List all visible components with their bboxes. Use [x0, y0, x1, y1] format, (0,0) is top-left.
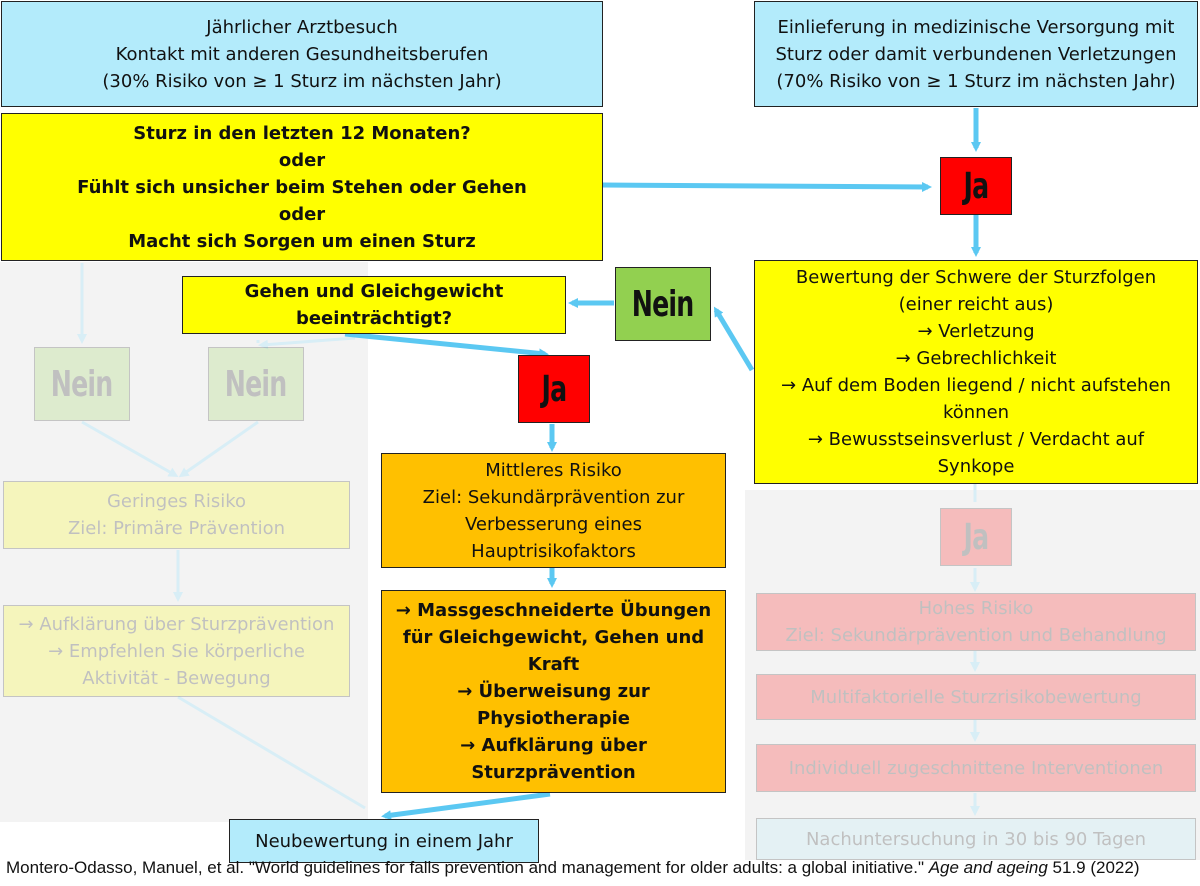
citation: Montero-Odasso, Manuel, et al. "World gu…: [6, 858, 1140, 878]
severity-line: → Auf dem Boden liegend / nicht aufstehe…: [781, 375, 1171, 396]
medium-risk-line: Mittleres Risiko: [485, 459, 622, 481]
interventions-line: → Überweisung zur: [457, 681, 650, 702]
gait-line: beeinträchtigt?: [295, 308, 453, 329]
interventions-line: für Gleichgewicht, Gehen und: [402, 627, 705, 648]
faded-nein-1-label: Nein: [51, 363, 114, 405]
faded-ja-label: Ja: [963, 516, 990, 558]
faded-low-risk-line: Ziel: Primäre Prävention: [67, 518, 286, 539]
faded-individual-label: Individuell zugeschnittene Interventione…: [788, 757, 1164, 779]
screening-line: oder: [278, 149, 326, 171]
faded-arrow: [258, 336, 356, 350]
severity-line: → Bewusstseinsverlust / Verdacht auf: [807, 429, 1145, 450]
severity-line: Bewertung der Schwere der Sturzfolgen: [795, 267, 1157, 288]
severity-line: → Gebrechlichkeit: [895, 348, 1057, 369]
faded-assessment-box: Multifaktorielle Sturzrisikobewertung: [756, 674, 1196, 720]
faded-right-panel: [745, 490, 1200, 860]
interventions-line: Physiotherapie: [477, 708, 630, 729]
annual-visit-line: (30% Risiko von ≥ 1 Sturz im nächsten Ja…: [102, 70, 502, 92]
interventions-line: Sturzprävention: [471, 762, 636, 783]
faded-followup-label: Nachuntersuchung in 30 bis 90 Tagen: [805, 828, 1147, 850]
medium-risk-line: Ziel: Sekundärprävention zur: [422, 486, 685, 508]
admission-line: Sturz oder damit verbundenen Verletzunge…: [775, 43, 1177, 65]
severity-line: können: [942, 402, 1010, 423]
faded-nein-2-label: Nein: [225, 363, 288, 405]
screening-line: Sturz in den letzten 12 Monaten?: [133, 122, 471, 144]
faded-low-risk-line: Geringes Risiko: [106, 491, 247, 512]
severity-box: Bewertung der Schwere der Sturzfolgen (e…: [754, 260, 1198, 484]
citation-authors: Montero-Odasso, Manuel, et al. "World gu…: [6, 858, 929, 877]
screening-line: Fühlt sich unsicher beim Stehen oder Geh…: [77, 176, 527, 198]
faded-assessment-label: Multifaktorielle Sturzrisikobewertung: [810, 686, 1142, 708]
admission-line: (70% Risiko von ≥ 1 Sturz im nächsten Ja…: [776, 70, 1176, 92]
faded-arrow: [178, 420, 259, 478]
faded-followup-box: Nachuntersuchung in 30 bis 90 Tagen: [756, 818, 1196, 860]
medium-risk-box: Mittleres Risiko Ziel: Sekundärpräventio…: [381, 453, 726, 568]
annual-visit-line: Jährlicher Arztbesuch: [206, 16, 398, 38]
interventions-line: → Massgeschneiderte Übungen: [395, 600, 712, 621]
screening-line: Macht sich Sorgen um einen Sturz: [128, 230, 476, 252]
nein-label: Nein: [632, 283, 695, 325]
faded-high-risk-line: Ziel: Sekundärprävention und Behandlung: [785, 625, 1167, 646]
medium-risk-line: Hauptrisikofaktors: [471, 540, 636, 562]
faded-left-panel: [0, 262, 368, 822]
nein-box: Nein: [615, 267, 711, 341]
ja-mid-label: Ja: [541, 368, 568, 410]
screening-line: oder: [278, 203, 326, 225]
annual-visit-line: Kontakt mit anderen Gesundheitsberufen: [115, 43, 489, 65]
citation-journal: Age and ageing: [928, 858, 1048, 877]
interventions-line: Kraft: [527, 654, 580, 675]
faded-education-line: → Aufklärung über Sturzprävention: [18, 613, 335, 635]
reassess-label: Neubewertung in einem Jahr: [255, 830, 513, 852]
faded-nein-1: Nein: [34, 347, 130, 421]
faded-ja-box: Ja: [940, 508, 1012, 566]
screening-question-box: Sturz in den letzten 12 Monaten? oder Fü…: [1, 113, 603, 261]
arrow-gait-to-ja: [344, 331, 549, 359]
citation-volume: 51.9 (2022): [1047, 858, 1140, 877]
ja-mid-box: Ja: [518, 355, 590, 423]
arrow-interventions-to-reassess: [381, 791, 551, 821]
annual-visit-box: Jährlicher Arztbesuch Kontakt mit andere…: [1, 1, 603, 107]
medium-risk-line: Verbesserung eines: [464, 513, 643, 535]
faded-education-box: → Aufklärung über Sturzprävention → Empf…: [3, 605, 350, 697]
faded-arrow: [81, 420, 179, 477]
severity-line: → Verletzung: [917, 321, 1035, 342]
faded-high-risk-box: Hohes Risiko Ziel: Sekundärprävention un…: [756, 593, 1196, 651]
severity-line: Synkope: [937, 456, 1015, 477]
faded-low-risk-box: Geringes Risiko Ziel: Primäre Prävention: [3, 481, 350, 549]
admission-line: Einlieferung in medizinische Versorgung …: [777, 16, 1175, 38]
gait-question-box: Gehen und Gleichgewicht beeinträchtigt?: [182, 276, 566, 334]
faded-high-risk-line: Hohes Risiko: [918, 598, 1034, 619]
interventions-box: → Massgeschneiderte Übungen für Gleichge…: [381, 590, 726, 793]
faded-nein-2: Nein: [208, 347, 304, 421]
faded-education-line: Aktivität - Bewegung: [82, 667, 271, 689]
faded-individual-box: Individuell zugeschnittene Interventione…: [756, 744, 1196, 792]
ja-top-label: Ja: [963, 165, 990, 207]
arrow-question-to-ja: [601, 181, 932, 192]
faded-education-line: → Empfehlen Sie körperliche: [48, 640, 305, 662]
ja-top-box: Ja: [940, 157, 1012, 215]
admission-box: Einlieferung in medizinische Versorgung …: [754, 1, 1198, 107]
interventions-line: → Aufklärung über: [460, 735, 647, 756]
reassess-box: Neubewertung in einem Jahr: [229, 819, 539, 863]
faded-arrow: [177, 695, 366, 810]
gait-line: Gehen und Gleichgewicht: [244, 281, 504, 302]
severity-line: (einer reicht aus): [898, 294, 1054, 315]
arrow-severity-to-nein: [713, 306, 755, 372]
